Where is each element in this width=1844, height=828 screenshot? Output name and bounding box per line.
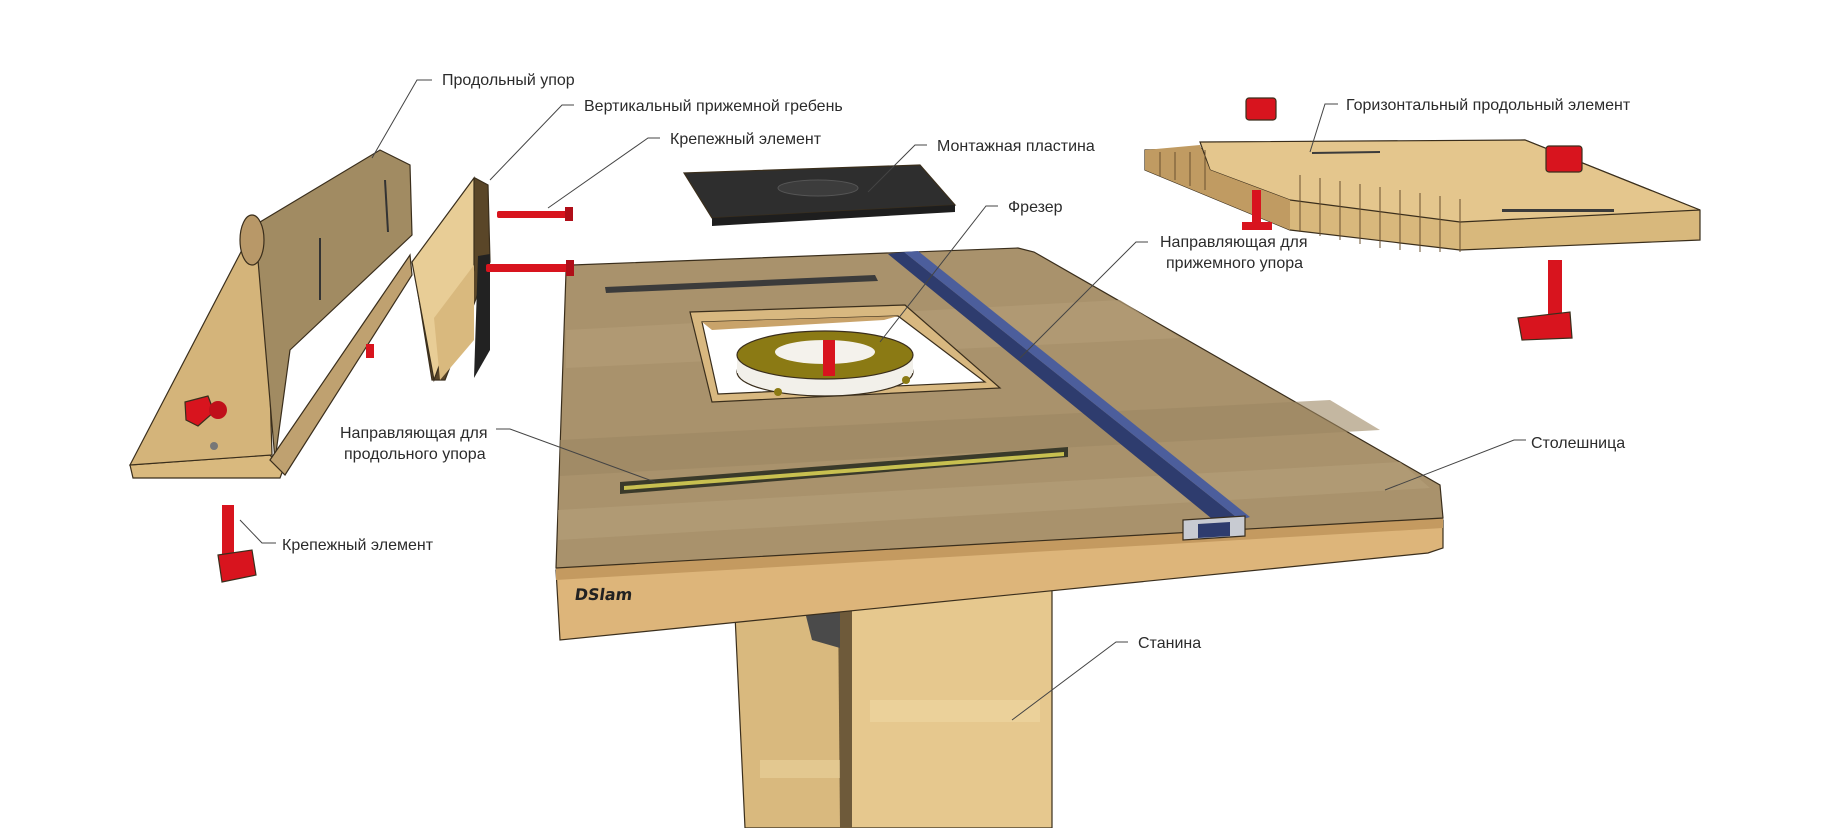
fastener-bolt-top	[497, 207, 573, 221]
tabletop: DSlam	[555, 247, 1444, 641]
clamp-knob-right	[1545, 145, 1583, 173]
featherboard-fingers	[1159, 150, 1461, 252]
label-fence-guide-line2: продольного упора	[344, 446, 486, 463]
label-stand: Станина	[1138, 635, 1201, 652]
mounting-plate	[682, 164, 957, 226]
fence-clamp-knob	[184, 395, 227, 427]
vertical-featherboard	[411, 176, 491, 383]
tbolt-right	[1517, 260, 1573, 341]
label-featherboard-guide-line1: Направляющая для	[1160, 234, 1308, 251]
featherboard-guide-rail	[888, 251, 1250, 541]
label-fence-guide-line1: Направляющая для	[340, 425, 488, 442]
longitudinal-fence	[128, 149, 413, 479]
label-vertical-featherboard: Вертикальный прижемной гребень	[584, 98, 843, 115]
label-mounting-plate: Монтажная пластина	[937, 138, 1095, 155]
label-tabletop: Столешница	[1531, 435, 1625, 452]
clamp-knob-top	[1245, 97, 1277, 121]
horizontal-featherboard	[1144, 97, 1701, 341]
tbolt-under	[1242, 190, 1272, 230]
stand	[734, 584, 1053, 828]
label-fastener-top: Крепежный элемент	[670, 131, 822, 148]
router-motor-body	[805, 606, 840, 648]
brand-logo: DSlam	[573, 585, 633, 604]
fastener-tbolt-bottom	[217, 505, 257, 583]
label-longitudinal-fence: Продольный упор	[442, 72, 575, 89]
label-router: Фрезер	[1008, 199, 1063, 216]
label-featherboard-guide-line2: прижемного упора	[1166, 255, 1303, 272]
fastener-bolt-middle	[486, 260, 574, 276]
label-fastener-bottom: Крепежный элемент	[282, 537, 434, 554]
router	[736, 330, 914, 397]
label-horizontal-featherboard: Горизонтальный продольный элемент	[1346, 97, 1631, 114]
fence-guide-rail	[620, 447, 1068, 494]
leader-lines	[239, 79, 1526, 721]
callout-labels: Продольный упор Вертикальный прижемной г…	[282, 72, 1631, 652]
